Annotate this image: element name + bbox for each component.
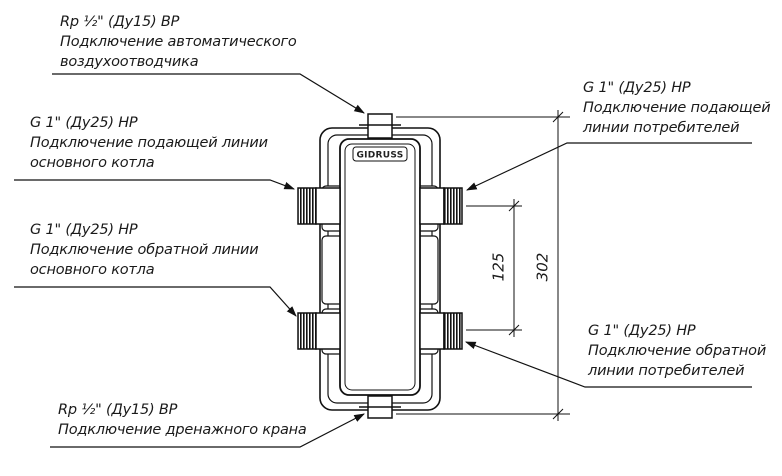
boiler-supply-spec: G 1" (Ду25) НР: [30, 115, 138, 131]
air-vent-connection: [359, 113, 401, 139]
leader-boiler-supply: [14, 179, 296, 190]
leader-boiler-return: [14, 286, 297, 317]
separator-body: [339, 138, 421, 396]
drain-line1: Подключение дренажного крана: [58, 422, 307, 438]
label-drain: Rp ½" (Ду15) ВР Подключение дренажного к…: [58, 400, 307, 440]
consumer-return-spec: G 1" (Ду25) НР: [588, 323, 696, 339]
leader-air-vent: [52, 73, 365, 114]
dimension-125: 125: [489, 252, 508, 282]
boiler-return-line2: основного котла: [30, 262, 155, 278]
boiler-supply-line2: основного котла: [30, 155, 155, 171]
boiler-supply-line1: Подключение подающей линии: [30, 135, 268, 151]
drain-connection: [359, 395, 401, 419]
air-vent-line1: Подключение автоматического: [60, 34, 297, 50]
brand-plate: GIDRUSS: [352, 146, 408, 162]
air-vent-spec: Rp ½" (Ду15) ВР: [60, 14, 180, 30]
consumer-supply-line2: линии потребителей: [583, 120, 740, 136]
consumer-supply-line1: Подключение подающей: [583, 100, 771, 116]
boiler-return-nozzle: [297, 312, 341, 350]
consumer-supply-nozzle: [419, 187, 463, 225]
label-boiler-supply: G 1" (Ду25) НР Подключение подающей лини…: [30, 113, 268, 173]
brand-text: GIDRUSS: [356, 151, 403, 161]
leader-drain: [50, 413, 365, 448]
consumer-return-line1: Подключение обратной: [588, 343, 767, 359]
drain-spec: Rp ½" (Ду15) ВР: [58, 402, 178, 418]
label-consumer-return: G 1" (Ду25) НР Подключение обратной лини…: [588, 321, 766, 381]
consumer-return-line2: линии потребителей: [588, 363, 745, 379]
boiler-return-line1: Подключение обратной линии: [30, 242, 259, 258]
dimension-302: 302: [533, 252, 552, 282]
label-consumer-supply: G 1" (Ду25) НР Подключение подающей лини…: [583, 78, 771, 138]
label-boiler-return: G 1" (Ду25) НР Подключение обратной лини…: [30, 220, 259, 280]
boiler-supply-nozzle: [297, 187, 341, 225]
consumer-return-nozzle: [419, 312, 463, 350]
label-air-vent: Rp ½" (Ду15) ВР Подключение автоматическ…: [60, 12, 297, 72]
separator-body-inner: [344, 143, 416, 391]
boiler-return-spec: G 1" (Ду25) НР: [30, 222, 138, 238]
consumer-supply-spec: G 1" (Ду25) НР: [583, 80, 691, 96]
leader-consumer-supply: [466, 142, 752, 191]
leader-consumer-return: [464, 341, 752, 388]
air-vent-line2: воздухоотводчика: [60, 54, 199, 70]
